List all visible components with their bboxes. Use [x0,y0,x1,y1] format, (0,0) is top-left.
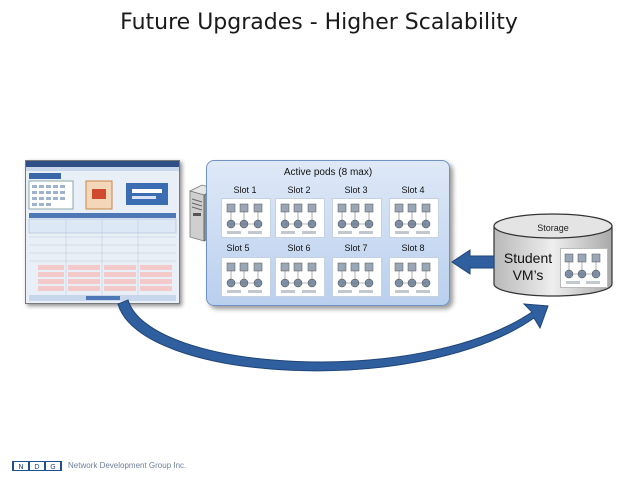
slide-title: Future Upgrades - Higher Scalability [120,10,518,35]
topology-sketch [337,203,374,234]
pc-node [337,203,347,213]
student-vms-line1: Student [503,250,553,266]
caption-bar [416,231,430,234]
pc-node [591,253,601,263]
pod-topology-diagram [332,257,382,297]
pod-topology-diagram [221,198,271,238]
caption-bar [586,281,600,284]
topology-sketch [280,203,317,234]
pod-topology-diagram [275,257,325,297]
topology-sketch [226,203,263,234]
slot-label: Slot 5 [226,243,250,253]
pod-topology-diagram [389,257,439,297]
pod-topology-diagram [221,257,271,297]
pc-node [407,203,417,213]
caption-bar [395,231,409,234]
pods-title: Active pods (8 max) [283,167,373,178]
pod-topology-diagram [332,198,382,238]
svg-text:G: G [50,463,55,471]
pc-node [564,253,574,263]
pc-node [307,203,317,213]
storage-label: Storage [537,223,569,233]
load-arrow [451,249,495,275]
pc-node [280,262,290,272]
pc-node [577,253,587,263]
svg-text:D: D [34,463,39,471]
caption-bar [248,290,262,293]
caption-bar [338,231,352,234]
pc-node [226,203,236,213]
pc-node [350,203,360,213]
pc-node [293,203,303,213]
caption-bar [227,231,241,234]
pc-node [350,262,360,272]
pc-node [421,262,431,272]
pc-node [307,262,317,272]
slot-label: Slot 4 [401,185,425,195]
pc-node [253,262,263,272]
footer-text: Network Development Group Inc. [68,461,187,470]
caption-bar [359,231,373,234]
pc-node [394,262,404,272]
footer: N D G Network Development Group Inc. [12,460,412,474]
scheduler-screenshot [25,160,180,304]
active-pods-panel: Active pods (8 max) Slot 1 Slot 2 Slot 3… [206,160,450,306]
storage-cylinder: Storage Student VM’s [492,212,614,298]
caption-bar [338,290,352,293]
student-vms-line2: VM’s [512,267,544,283]
slot-label: Slot 2 [287,185,311,195]
caption-bar [281,231,295,234]
slot-label: Slot 6 [287,243,311,253]
caption-bar [281,290,295,293]
slot-label: Slot 3 [344,185,368,195]
caption-bar [302,290,316,293]
pc-node [364,203,374,213]
svg-text:N: N [18,463,23,471]
pc-node [239,262,249,272]
pc-node [280,203,290,213]
slot-label: Slot 1 [233,185,257,195]
slot-label: Slot 8 [401,243,425,253]
caption-bar [359,290,373,293]
pc-node [337,262,347,272]
pc-node [407,262,417,272]
topology-sketch [280,262,317,293]
vm-topology-diagram [560,248,608,288]
topology-sketch [394,203,431,234]
topology-sketch [564,253,601,284]
pc-node [364,262,374,272]
pc-node [253,203,263,213]
return-curve-arrow [117,299,549,372]
pc-node [239,203,249,213]
topology-sketch [394,262,431,293]
ndg-logo-icon: N D G [12,461,62,471]
pc-node [226,262,236,272]
pc-node [293,262,303,272]
student-vms-label: Student VM’s [500,250,556,284]
caption-bar [566,281,580,284]
topology-sketch [337,262,374,293]
caption-bar [248,231,262,234]
pc-node [394,203,404,213]
caption-bar [395,290,409,293]
topology-sketch [226,262,263,293]
pod-topology-diagram [389,198,439,238]
slot-label: Slot 7 [344,243,368,253]
pc-node [421,203,431,213]
caption-bar [416,290,430,293]
caption-bar [227,290,241,293]
pod-topology-diagram [275,198,325,238]
caption-bar [302,231,316,234]
